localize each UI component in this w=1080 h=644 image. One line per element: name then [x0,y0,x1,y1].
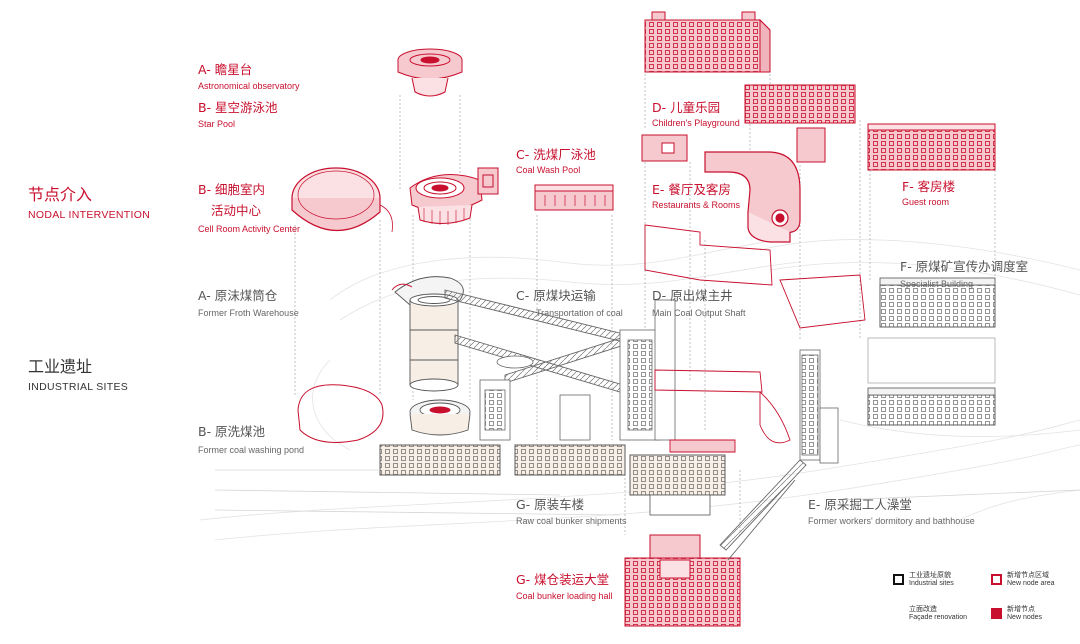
washing-pond-ring [409,399,471,436]
label-d-nodal-zh: D- 儿童乐园 [652,100,721,115]
label-c-site-zh: C- 原煤块运输 [516,288,596,303]
label-b-cell-zh2: 活动中心 [211,203,262,218]
label-f-nodal-zh: F- 客房楼 [902,179,956,194]
ground-buildings [379,444,726,516]
label-g-nodal-zh: G- 煤仓装运大堂 [516,572,610,587]
label-e-site-en: Former workers' dormitory and bathhouse [808,516,975,526]
ground-plate [214,469,1080,516]
star-pool-model [409,167,499,225]
label-a-nodal-en: Astronomical observatory [198,81,300,91]
label-f-site-zh: F- 原煤矿宣传办调度室 [900,259,1029,274]
guest-room-model [867,123,996,171]
restaurants-rooms-model [704,151,801,243]
label-a-nodal-zh: A- 瞻星台 [198,62,253,77]
specialist-building [867,277,996,426]
industrial-frames [479,299,839,464]
section-industrial-en: INDUSTRIAL SITES [28,381,129,393]
label-c-nodal-zh: C- 洗煤厂泳池 [516,147,596,162]
legend-label-zh: 新增节点区域 [1007,572,1049,579]
coal-wash-pool-model [534,184,614,211]
label-b-cell-zh: B- 细胞室内 [198,182,266,197]
section-nodal-en: NODAL INTERVENTION [28,209,151,221]
washing-pond-outline [297,283,413,443]
label-e-site-zh: E- 原采掘工人澡堂 [808,497,912,512]
label-b-pool-zh: B- 星空游泳池 [198,100,278,115]
cell-room-model [291,167,393,233]
legend-label-en: Façade renovation [909,614,967,622]
label-d-nodal-en: Children's Playground [652,118,740,128]
label-f-site-en: Specialist Building [900,279,974,289]
label-c-nodal-en: Coal Wash Pool [516,165,581,175]
label-a-site-en: Former Froth Warehouse [198,308,299,318]
outline-red-swatch-icon [991,574,1002,585]
legend-label-zh: 新增节点 [1007,606,1035,613]
label-e-nodal-en: Restaurants & Rooms [652,200,741,210]
label-b-site-zh: B- 原洗煤池 [198,424,266,439]
label-g-site-en: Raw coal bunker shipments [516,516,627,526]
label-d-site-zh: D- 原出煤主井 [652,288,733,303]
label-b-pool-en: Star Pool [198,119,236,129]
legend-label-en: New nodes [1007,614,1043,622]
label-d-site-en: Main Coal Output Shaft [652,308,746,318]
observatory-model [397,48,463,97]
label-c-site-en: Transportation of coal [536,308,623,318]
playground-block [641,127,826,163]
legend-label-en: New node area [1007,580,1055,588]
label-g-site-zh: G- 原装车楼 [516,497,585,512]
label-a-site-zh: A- 原沫煤筒仓 [198,288,278,303]
children-playground-wing [744,84,856,124]
label-b-cell-en: Cell Room Activity Center [198,224,301,234]
children-playground-building [644,11,771,73]
legend-label-zh: 立面改造 [909,606,937,613]
fill-red-swatch-icon [991,608,1002,619]
label-g-nodal-en: Coal bunker loading hall [516,591,613,601]
label-f-nodal-en: Guest room [902,197,950,207]
legend-label-zh: 工业遗址原貌 [909,572,951,579]
conveyor-galleries [444,289,807,561]
blank-swatch-icon [893,608,904,619]
outline-black-swatch-icon [893,574,904,585]
loading-hall-model [624,534,741,627]
label-b-site-en: Former coal washing pond [198,445,305,455]
section-nodal-zh: 节点介入 [28,185,93,204]
legend-label-en: Industrial sites [909,580,954,588]
label-e-nodal-zh: E- 餐厅及客房 [652,182,731,197]
site-footprints [644,224,866,453]
section-industrial-zh: 工业遗址 [28,357,93,376]
